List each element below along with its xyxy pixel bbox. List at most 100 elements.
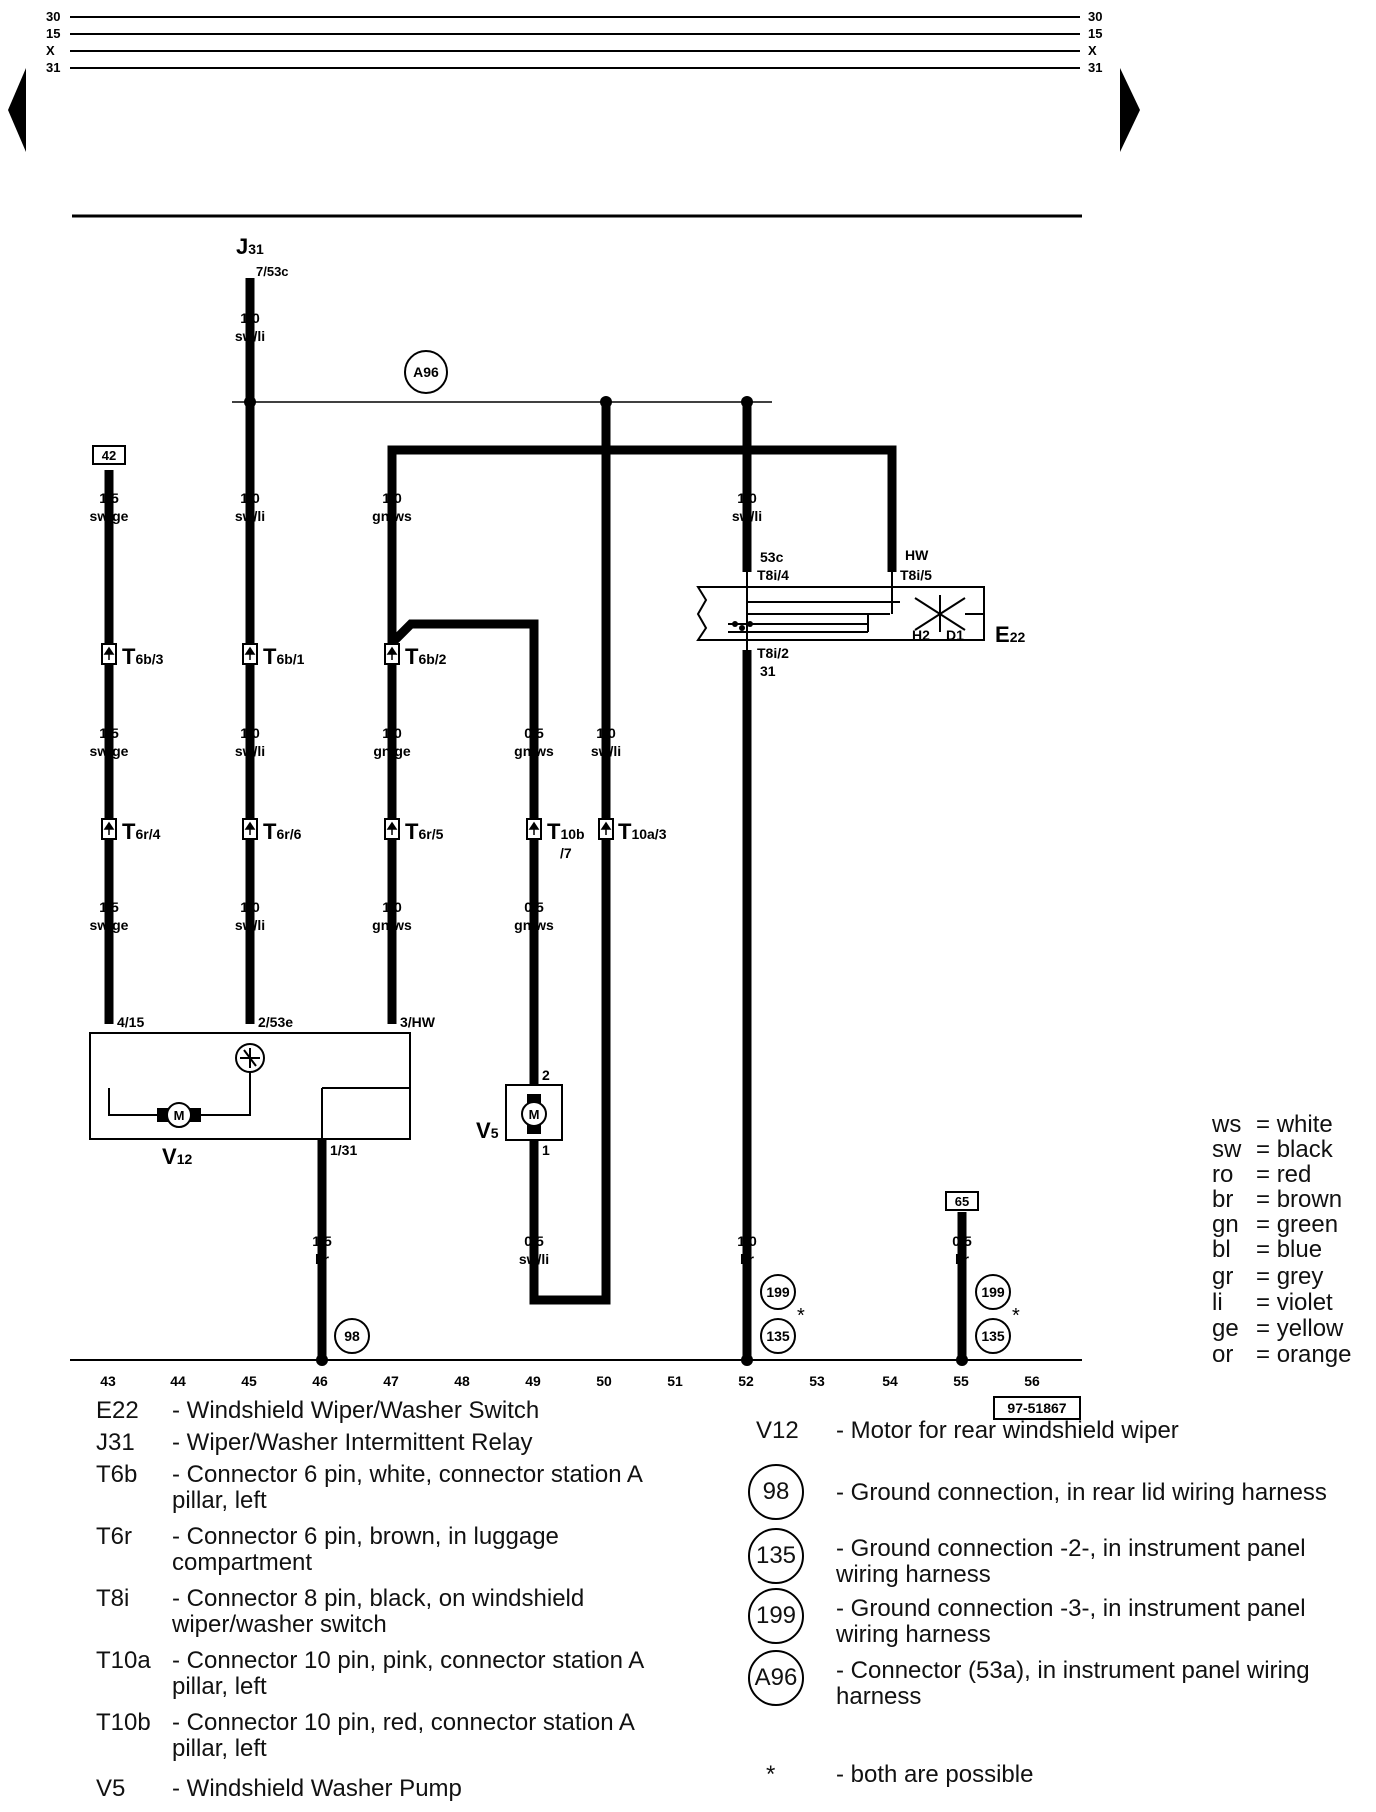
bus-lines: [70, 16, 1080, 69]
ground-star: *: [797, 1305, 805, 1327]
wire-label: 1,0: [596, 725, 616, 741]
svg-text:45: 45: [241, 1373, 257, 1389]
legend-desc: - Connector 10 pin, red, connector stati…: [172, 1709, 634, 1762]
bus-label-30-right: 30: [1088, 9, 1102, 24]
ref-code: 97-51867: [1007, 1400, 1066, 1416]
color-code: li: [1212, 1289, 1223, 1316]
legend-code: T10a: [96, 1647, 151, 1674]
connector-label-t10b7-sub: /7: [560, 845, 572, 861]
legend-code: T6r: [96, 1523, 132, 1550]
connector-symbols: [101, 643, 614, 840]
legend-ground-135: 135: [748, 1528, 804, 1584]
wire-label: 1,0: [382, 490, 402, 506]
svg-text:49: 49: [525, 1373, 541, 1389]
legend-desc: - Wiper/Washer Intermittent Relay: [172, 1429, 533, 1456]
color-code: gr: [1212, 1263, 1234, 1290]
legend-desc: - both are possible: [836, 1761, 1034, 1788]
color-name: black: [1276, 1136, 1333, 1163]
j31-pin: 7/53c: [256, 264, 289, 279]
connector-arrows: [103, 646, 612, 835]
terminal-box-65: [945, 1191, 979, 1211]
color-name: red: [1276, 1161, 1312, 1188]
connector-label-t6r5: T6r/5: [405, 819, 444, 844]
bus-label-31-right: 31: [1088, 60, 1102, 75]
svg-text:47: 47: [383, 1373, 399, 1389]
legend-code: V5: [96, 1775, 126, 1802]
connector-label-t6r6: T6r/6: [263, 819, 302, 844]
svg-text:50: 50: [596, 1373, 612, 1389]
component-legend-right: V12- Motor for rear windshield wiper 98-…: [748, 1418, 1356, 1808]
e22-pin-53c: 53c: [760, 549, 784, 565]
wire-label: gn/ws: [372, 508, 412, 524]
wire-label: 1,0: [737, 1233, 757, 1249]
svg-text:55: 55: [953, 1373, 969, 1389]
color-code: ws: [1212, 1111, 1242, 1138]
legend-code: T10b: [96, 1709, 151, 1736]
color-code: sw: [1212, 1136, 1242, 1163]
legend-desc: - Windshield Wiper/Washer Switch: [172, 1397, 540, 1424]
bus-label-15-right: 15: [1088, 26, 1102, 41]
legend-connector-a96: A96: [748, 1650, 804, 1706]
legend-ground-199: 199: [748, 1588, 804, 1644]
ground-199-label: 199: [981, 1284, 1005, 1300]
color-code: br: [1212, 1186, 1234, 1213]
a96-label: A96: [413, 364, 439, 380]
connector-label-t6b1: T6b/1: [263, 644, 305, 669]
wire-label: 0,5: [524, 1233, 544, 1249]
terminal-box-42-label: 42: [102, 448, 116, 463]
e22-pin-t8i5: T8i/5: [900, 567, 932, 583]
color-name: yellow: [1276, 1315, 1344, 1342]
wire-label: gn/ws: [514, 743, 554, 759]
e22-label: E22: [995, 622, 1025, 647]
wire-label: 1,0: [240, 490, 260, 506]
ground-199-label: 199: [766, 1284, 790, 1300]
svg-text:43: 43: [100, 1373, 116, 1389]
e22-pin-hw: HW: [905, 547, 929, 563]
wire-label: sw/li: [235, 508, 265, 524]
legend-code: J31: [96, 1429, 135, 1456]
svg-text:52: 52: [738, 1373, 754, 1389]
wire-label: sw/ge: [90, 743, 129, 759]
next-page-arrow-icon[interactable]: [1120, 68, 1140, 152]
ground-star: *: [1012, 1305, 1020, 1327]
wire-label: 1,5: [99, 490, 119, 506]
wire-label: sw/li: [591, 743, 621, 759]
v5-motor-m: M: [529, 1107, 540, 1122]
color-name: white: [1276, 1111, 1333, 1138]
legend-desc: - Connector 10 pin, pink, connector stat…: [172, 1647, 643, 1700]
wire-label: 1,0: [240, 725, 260, 741]
legend-code: T6b: [96, 1461, 138, 1488]
e22-pin-t8i4: T8i/4: [757, 567, 789, 583]
svg-text:46: 46: [312, 1373, 328, 1389]
wire-label: 1,5: [312, 1233, 332, 1249]
v12-motor-m: M: [174, 1108, 185, 1123]
ground-135-label: 135: [981, 1328, 1005, 1344]
legend-desc: - Ground connection -2-, in instrument p…: [836, 1535, 1306, 1588]
legend-desc: - Connector 6 pin, brown, in luggage com…: [172, 1523, 559, 1576]
wire-label: 1,5: [99, 725, 119, 741]
wire-label: 0,5: [524, 725, 544, 741]
wire-label: sw/ge: [90, 508, 129, 524]
legend-desc: - Windshield Washer Pump: [172, 1775, 462, 1802]
wire-label: sw/li: [235, 328, 265, 344]
j31-label: J31: [236, 234, 264, 259]
color-name: grey: [1276, 1263, 1324, 1290]
connector-label-t10b7: T10b: [547, 819, 585, 844]
wire-label: 1,0: [382, 899, 402, 915]
wire-label: 1,0: [240, 899, 260, 915]
wire-label: br: [955, 1251, 970, 1267]
bus-label-x-right: X: [1088, 43, 1097, 58]
bus-label-15-left: 15: [46, 26, 60, 41]
ground-135-label: 135: [766, 1328, 790, 1344]
wire-label: gn/ge: [373, 743, 411, 759]
a96-symbol: [404, 350, 448, 394]
e22-pin-t8i2: T8i/2: [757, 645, 789, 661]
v5-pin-1: 1: [542, 1142, 550, 1158]
color-code: gn: [1212, 1211, 1239, 1238]
bus-label-x-left: X: [46, 43, 55, 58]
e22-switch: [696, 572, 985, 650]
v12-pin-2-53e: 2/53e: [258, 1014, 293, 1030]
prev-page-arrow-icon[interactable]: [8, 68, 26, 152]
wire-label: sw/ge: [90, 917, 129, 933]
